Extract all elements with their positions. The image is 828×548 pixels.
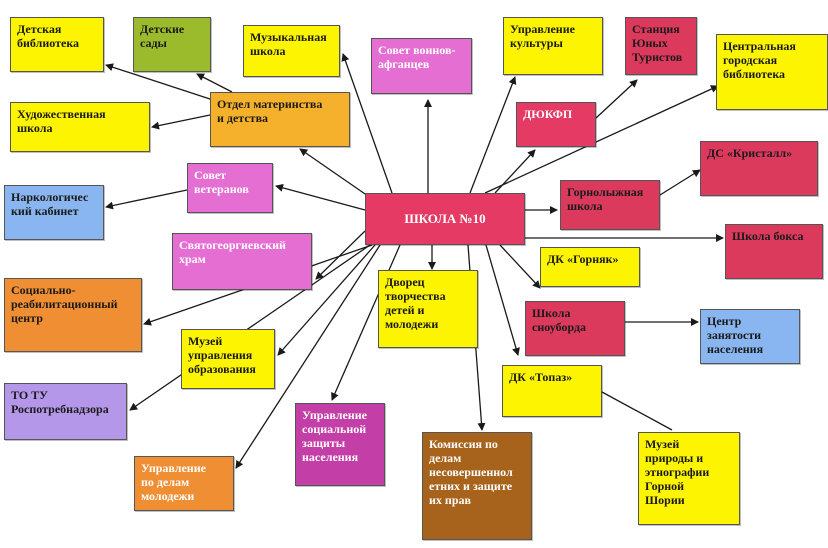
node-ds-crystal: ДС «Кристалл»	[700, 141, 818, 196]
node-social-protection-department: Управление социальной защиты населения	[295, 403, 385, 486]
node-rospotrebnadzor: ТО ТУ Роспотребнадзора	[4, 383, 127, 440]
link-school-to-dk-gornyak	[499, 244, 541, 289]
link-school-to-music-school	[341, 53, 393, 194]
link-school-to-education-museum	[277, 244, 376, 356]
node-nature-ethnography-museum: Музей природы и этнографии Горной Шории	[638, 432, 740, 525]
link-veterans-to-narcology	[105, 189, 188, 210]
node-minors-affairs-commission: Комиссия по делам несовершеннол етних и …	[422, 432, 532, 540]
link-school-to-culture-dept	[469, 76, 517, 194]
link-ski-school-to-ds-crystal	[659, 169, 701, 196]
node-music-school: Музыкальная школа	[243, 25, 340, 77]
link-school-to-central-library	[484, 85, 719, 194]
node-education-museum: Музей управления образования	[181, 329, 275, 389]
node-central-city-library: Центральная городская библиотека	[716, 34, 828, 110]
node-kindergartens: Детские сады	[133, 17, 211, 72]
node-afghan-veterans-council: Совет воинов- афганцев	[371, 38, 472, 94]
node-youth-affairs-department: Управление по делам молодежи	[134, 456, 234, 511]
link-maternity-to-art-school	[151, 114, 211, 130]
link-school-to-youth-affairs	[235, 244, 381, 469]
node-art-school: Художественная школа	[10, 102, 150, 152]
link-dyukfp-to-young-tourists	[595, 79, 638, 119]
node-school-10: ШКОЛА №10	[365, 193, 525, 245]
node-employment-center: Центр занятости населения	[700, 309, 800, 364]
node-st-george-church: Святогеоргиевский храм	[172, 233, 312, 290]
link-school-to-st-george-church	[315, 230, 366, 280]
node-social-rehab-center: Социально- реабилитационный центр	[4, 278, 142, 352]
node-culture-department: Управление культуры	[503, 17, 603, 75]
link-school-to-snowboard-school	[485, 244, 520, 356]
node-dk-topaz: ДК «Топаз»	[502, 365, 602, 417]
node-snowboard-school: Школа сноуборда	[525, 301, 625, 356]
node-youth-creativity-palace: Дворец творчества детей и молодежи	[378, 270, 478, 348]
node-narcology-office: Наркологичес кий кабинет	[4, 185, 104, 240]
node-boxing-school: Школа бокса	[725, 224, 823, 279]
link-school-to-veterans-council	[275, 183, 366, 211]
link-maternity-to-children-library	[105, 63, 214, 101]
link-school-to-rospotrebnadzor	[129, 244, 371, 411]
node-young-tourists-station: Станция Юных Туристов	[625, 17, 697, 75]
link-school-to-dyukfp	[494, 149, 536, 194]
node-ski-school: Горнолыжная школа	[560, 180, 660, 230]
node-dyukfp: ДЮКФП	[516, 102, 596, 147]
node-veterans-council: Совет ветеранов	[187, 163, 273, 213]
node-children-library: Детская библиотека	[10, 17, 104, 72]
node-maternity-department: Отдел материнства и детства	[210, 92, 350, 147]
node-dk-gornyak: ДК «Горняк»	[540, 247, 640, 287]
link-maternity-to-kindergartens	[196, 73, 233, 93]
link-dk-topaz-to-museum-nature	[601, 391, 673, 431]
link-school-to-maternity-dept	[299, 148, 369, 197]
